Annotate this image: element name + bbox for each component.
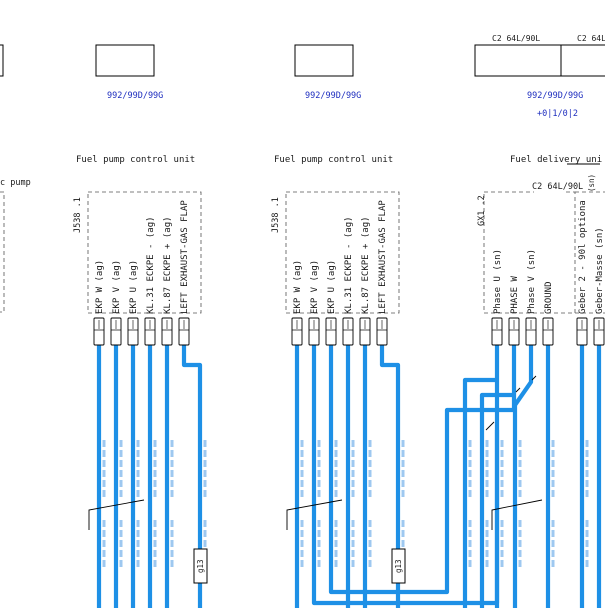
bracket-unit-1 (88, 499, 145, 530)
unit-2-ref: J538 .1 (271, 197, 281, 233)
unit-3-signal-b-1: Geber 2 - 90l optiona (578, 200, 588, 314)
unit-3-code: C2 64L/90L (532, 182, 583, 192)
unit-1-pin-3 (127, 317, 139, 346)
unit-1-title: Fuel pump control unit (76, 155, 195, 165)
left-partial-frame (0, 191, 5, 313)
unit-2-pin-1 (291, 317, 303, 346)
bracket-unit-2 (286, 499, 343, 530)
unit-2-signal-6: LEFT EXHAUST-GAS FLAP (378, 200, 388, 314)
unit-1-ref: J538 .1 (73, 197, 83, 233)
component-box-1 (95, 44, 155, 77)
unit-2-pin-2 (308, 317, 320, 346)
code-top-right-2: C2 64L (577, 34, 605, 43)
cross-tick-1 (515, 387, 521, 393)
unit-2-wire-6 (379, 345, 401, 608)
unit-3-wire-1 (462, 377, 497, 608)
unit-3-pin-2 (508, 317, 520, 346)
unit-1-signal-6: LEFT EXHAUST-GAS FLAP (180, 200, 190, 314)
component-box-left-partial (0, 44, 4, 77)
unit-2-pin-6 (376, 317, 388, 346)
unit-3-wire-2 (479, 392, 514, 608)
unit-1-signal-3: EKP U (ag) (129, 260, 139, 314)
variant-label-1: 992/99D/99G (107, 91, 163, 101)
unit-1-pin-5 (161, 317, 173, 346)
unit-1-pin-6 (178, 317, 190, 346)
unit-3-signal-b-2: Geber-Masse (sn) (595, 227, 605, 314)
unit-3-wire-3 (512, 345, 534, 608)
unit-1-frame (87, 191, 202, 314)
unit-3-pin-4 (542, 317, 554, 346)
wire-labels (102, 440, 589, 570)
unit-3-pin-1 (491, 317, 503, 346)
unit-3-signal-4: GROUND (544, 281, 554, 314)
unit-1-pin-1 (93, 317, 105, 346)
unit-2-title: Fuel pump control unit (274, 155, 393, 165)
unit-1-signal-1: EKP W (ag) (95, 260, 105, 314)
unit-2-wire-3 (328, 345, 517, 595)
code-top-right-1: C2 64L/90L (492, 34, 540, 43)
pin-connectors (93, 317, 605, 346)
unit-3-signal-3: Phase V (sn) (527, 249, 537, 314)
unit-2-signal-2: EKP V (ag) (310, 260, 320, 314)
cross-tick-2 (531, 375, 537, 381)
unit-2-signal-3: EKP U (ag) (327, 260, 337, 314)
unit-1-pin-2 (110, 317, 122, 346)
unit-2-pin-4 (342, 317, 354, 346)
variant-sub-label: +0|1/0|2 (537, 109, 578, 119)
unit-3-pin-b-2 (593, 317, 605, 346)
unit-3-ref: GX1 .2 (477, 195, 487, 226)
unit-2-frame (285, 191, 400, 314)
component-box-2 (294, 44, 354, 77)
unit-2-signal-5: KL.87 ECKPE + (ag) (361, 216, 371, 314)
fuse-label-2: g13 (394, 559, 403, 573)
unit-2-signal-4: KL.31 ECKPE - (ag) (344, 216, 354, 314)
variant-label-2: 992/99D/99G (305, 91, 361, 101)
unit-2-pin-5 (359, 317, 371, 346)
variant-label-3: 992/99D/99G (527, 91, 583, 101)
unit-1-signal-2: EKP V (ag) (112, 260, 122, 314)
unit-3-title: Fuel delivery uni (510, 155, 602, 165)
unit-3-pin-b-1 (576, 317, 588, 346)
unit-1-signal-4: KL.31 ECKPE - (ag) (146, 216, 156, 314)
unit-2-pin-3 (325, 317, 337, 346)
unit-3-extra: (sn) (587, 174, 596, 192)
wire-harness (96, 345, 602, 608)
unit-1-signal-5: KL.87 ECKPE + (ag) (163, 216, 173, 314)
fuse-label-1: g13 (196, 559, 205, 573)
unit-1-pin-4 (144, 317, 156, 346)
fuse-box-1 (193, 548, 208, 584)
bracket-unit-3 (491, 499, 543, 530)
component-box-4-partial (560, 44, 605, 77)
cross-tick-3 (485, 421, 495, 431)
unit-1-wire-6 (181, 345, 203, 608)
signal-labels: A1EKP W (ag)A2EKP V (ag)A3EKP U (ag)A4KL… (95, 200, 605, 335)
unit-3-signal-2: PHASE W (510, 275, 520, 314)
harness-brackets (88, 375, 543, 530)
left-partial-label: c pump (0, 178, 31, 188)
unit-3-signal-1: Phase U (sn) (493, 249, 503, 314)
unit-3-pin-3 (525, 317, 537, 346)
unit-2-signal-1: EKP W (ag) (293, 260, 303, 314)
fuse-box-2 (391, 548, 406, 584)
component-box-3 (474, 44, 562, 77)
